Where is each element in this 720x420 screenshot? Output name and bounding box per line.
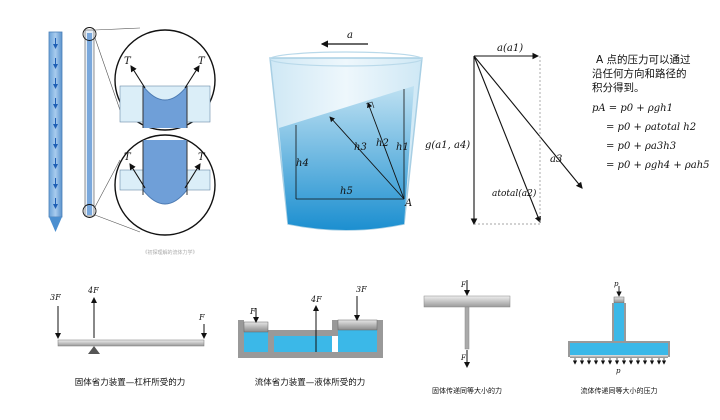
solid-transfer-diagram: F F 固体传递同等大小的力: [423, 280, 511, 395]
accelerated-cup-panel: a h4 h3 h2 h1 h5 A: [269, 30, 423, 231]
tension-arrow: [184, 163, 201, 189]
equation: pA = p0 + ρgh1: [592, 103, 673, 114]
explanation-line: A 点的压力可以通过: [596, 53, 691, 66]
tension-arrow: [184, 65, 200, 89]
height-label: h1: [396, 142, 409, 153]
force-label: F: [460, 354, 467, 362]
tube-liquid: [87, 33, 92, 215]
vector-label: a3: [550, 154, 562, 165]
height-label: h2: [376, 138, 389, 149]
explanation-line: 积分得到。: [592, 82, 645, 94]
force-label: 4F: [87, 286, 99, 295]
pressure-label: p: [616, 367, 621, 375]
capillary-panel: T T T T 《初探理解的流体力学》: [48, 27, 216, 256]
solid-transfer-caption: 固体传递同等大小的力: [432, 386, 502, 395]
force-label: 4F: [310, 295, 322, 304]
tension-arrow: [129, 163, 146, 189]
vector-label: atotal(a2): [492, 188, 537, 199]
lever-diagram: 3F 4F F 固体省力装置—杠杆所受的力: [50, 286, 207, 388]
equation: = p0 + ρgh4 + ρah5: [606, 160, 710, 171]
magnifier-top: T T: [114, 29, 216, 131]
accel-label: a: [347, 30, 353, 41]
vector-label: g(a1, a4): [425, 140, 470, 151]
vector-label: a(a1): [497, 43, 523, 54]
pressure-explanation: A 点的压力可以通过 沿任何方向和路径的 积分得到。 pA = p0 + ρgh…: [592, 53, 710, 171]
force-label: 3F: [50, 293, 61, 302]
lever-bar: [57, 339, 205, 347]
pressure-label: p: [614, 280, 619, 288]
height-label: h3: [354, 142, 367, 153]
fulcrum: [88, 346, 100, 354]
force-label: F: [460, 281, 467, 289]
pressure-arrows: [572, 358, 667, 365]
equation: = p0 + ρa3h3: [606, 141, 676, 152]
lever-caption: 固体省力装置—杠杆所受的力: [75, 377, 186, 388]
force-label: F: [198, 313, 205, 322]
height-label: h5: [340, 186, 353, 197]
hydraulic-caption: 流体省力装置—液体所受的力: [255, 377, 366, 388]
piston: [243, 321, 269, 333]
water-body: [279, 86, 414, 230]
tension-label: T: [198, 56, 206, 67]
equation: = p0 + ρatotal h2: [606, 122, 696, 133]
capillary-caption: 《初探理解的流体力学》: [142, 249, 197, 256]
tension-arrow: [130, 65, 146, 89]
acceleration-vector-panel: a(a1) g(a1, a4) a3 atotal(a2): [425, 43, 583, 226]
piston: [337, 319, 378, 331]
point-label: A: [404, 198, 412, 209]
explanation-line: 沿任何方向和路径的: [592, 67, 687, 80]
tension-label: T: [124, 152, 132, 163]
tube-tip: [49, 217, 62, 232]
fluid-transfer-diagram: p p 流体传递同等大小的压力: [568, 280, 670, 395]
tension-label: T: [124, 56, 132, 67]
height-label: h4: [296, 158, 309, 169]
tension-label: T: [198, 152, 206, 163]
force-label: F: [249, 307, 256, 316]
fluid-transfer-caption: 流体传递同等大小的压力: [581, 386, 658, 395]
magnifier-bottom: T T: [114, 134, 216, 236]
force-label: 3F: [356, 285, 367, 294]
hydraulic-diagram: F 4F 3F 流体省力装置—液体所受的力: [238, 285, 383, 388]
